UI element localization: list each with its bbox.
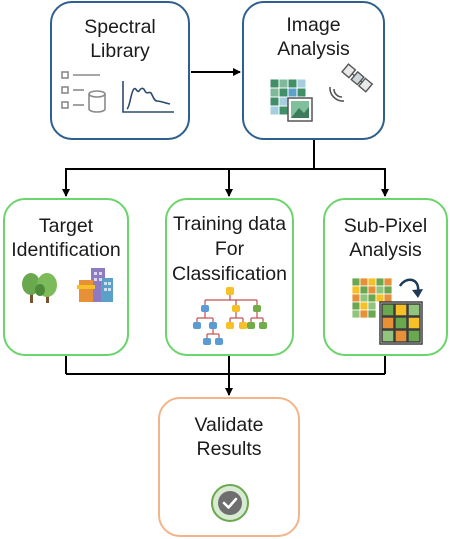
title-line: Identification [11,239,121,261]
node-training-data: Training data For Classification [165,198,294,356]
satellite-icon [329,63,374,102]
node-sub-pixel-analysis-title: Sub-Pixel Analysis [325,214,446,262]
title-line: Spectral [84,16,156,38]
title-line: Analysis [349,239,422,261]
title-line: Analysis [277,38,350,60]
spectrum-curve-icon [122,81,174,113]
buildings-icon [77,268,113,302]
node-image-analysis: Image Analysis [242,1,385,140]
node-target-identification-title: Target Identification [5,214,127,262]
title-line: Results [196,438,262,460]
node-spectral-library: Spectral Library [50,1,190,140]
node-sub-pixel-analysis: Sub-Pixel Analysis [323,198,448,356]
node-training-data-title: Training data For Classification [167,212,292,287]
hierarchy-tree-icon [193,287,267,345]
grid-swap-icon [351,277,423,345]
node-spectral-library-title: Spectral Library [52,15,188,63]
node-validate-results-title: Validate Results [160,413,298,461]
title-line: Validate [194,414,264,436]
raster-image-icon [269,78,313,122]
title-line: Classification [172,263,287,285]
node-image-analysis-title: Image Analysis [244,13,383,61]
title-line: For [214,238,245,260]
check-circle-icon [211,484,249,522]
title-line: Training data [172,213,287,235]
list-database-icon [61,71,106,113]
title-line: Target [38,215,94,237]
title-line: Library [90,40,150,62]
title-line: Image [286,14,341,36]
trees-icon [22,273,57,303]
title-line: Sub-Pixel [343,215,428,237]
node-target-identification: Target Identification [3,198,129,356]
node-validate-results: Validate Results [158,397,300,537]
